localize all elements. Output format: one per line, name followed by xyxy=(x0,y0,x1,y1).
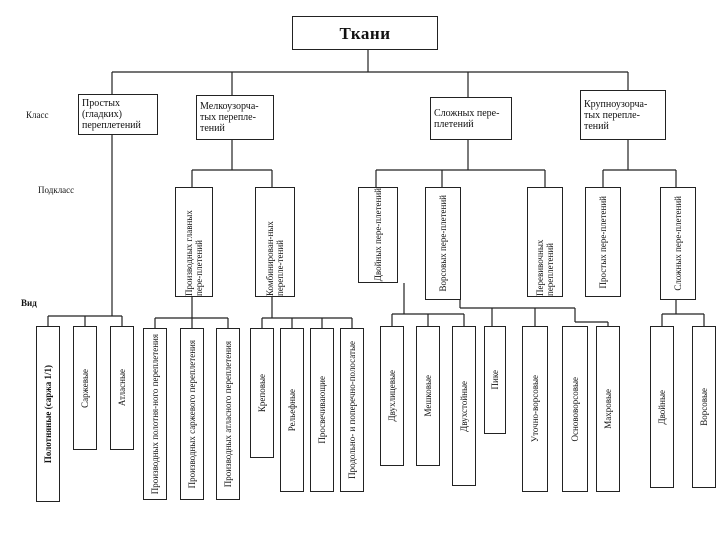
kind-box-twill: Саржевые xyxy=(73,326,97,450)
kind-box-striped: Продольно- и поперечно-полосатые xyxy=(340,328,364,492)
subclass-box-double: Двойных пере-плетений xyxy=(358,187,398,283)
kind-box-pique: Пике xyxy=(484,326,506,434)
subclass-box-complex-large: Сложных пере-плетений xyxy=(660,187,696,300)
kind-box-plain: Полотняные (саржа 1/1) xyxy=(36,326,60,502)
subclass-box-combined: Комбинирован-ных перепле-тений xyxy=(255,187,295,297)
level-label-kind: Вид xyxy=(21,298,37,308)
level-label-subclass: Подкласс xyxy=(38,185,75,195)
kind-box-double-layer: Двухстойные xyxy=(452,326,476,486)
level-label-class: Класс xyxy=(26,110,49,120)
kind-box-double-large: Двойные xyxy=(650,326,674,488)
kind-box-transparent: Просвечивающие xyxy=(310,328,334,492)
kind-box-derived-plain: Производных полотня-ного переплетения xyxy=(143,328,167,500)
class-box-complex: Сложных пере-плетений xyxy=(430,97,512,140)
kind-box-derived-satin: Производных атласного переплетения xyxy=(216,328,240,500)
subclass-box-leno: Перевивочных переплетений xyxy=(527,187,563,297)
class-box-large-pattern: Крупноузорча-тых перепле-тений xyxy=(580,90,666,140)
kind-box-double-face: Двухлицевые xyxy=(380,326,404,466)
kind-box-crepe: Креповые xyxy=(250,328,274,458)
kind-box-weft-pile: Уточно-ворсовые xyxy=(522,326,548,492)
kind-box-derived-twill: Производных саржевого переплетения xyxy=(180,328,204,500)
kind-box-terry: Махровые xyxy=(596,326,620,492)
kind-box-pile-large: Ворсовые xyxy=(692,326,716,488)
kind-box-satin: Атласные xyxy=(110,326,134,450)
subclass-box-simple-large: Простых пере-плетений xyxy=(585,187,621,297)
title-text: Ткани xyxy=(339,23,391,43)
kind-box-relief: Рельефные xyxy=(280,328,304,492)
subclass-box-pile: Ворсовых пере-плетений xyxy=(425,187,461,300)
title-box: Ткани xyxy=(292,16,438,50)
class-box-small-pattern: Мелкоузорча-тых перепле-тений xyxy=(196,95,274,140)
kind-box-warp-pile: Основоворсовые xyxy=(562,326,588,492)
subclass-box-derivative: Производных главных пере-плетений xyxy=(175,187,213,297)
kind-box-bag: Мешковые xyxy=(416,326,440,466)
class-box-simple: Простых (гладких) переплетений xyxy=(78,94,158,135)
